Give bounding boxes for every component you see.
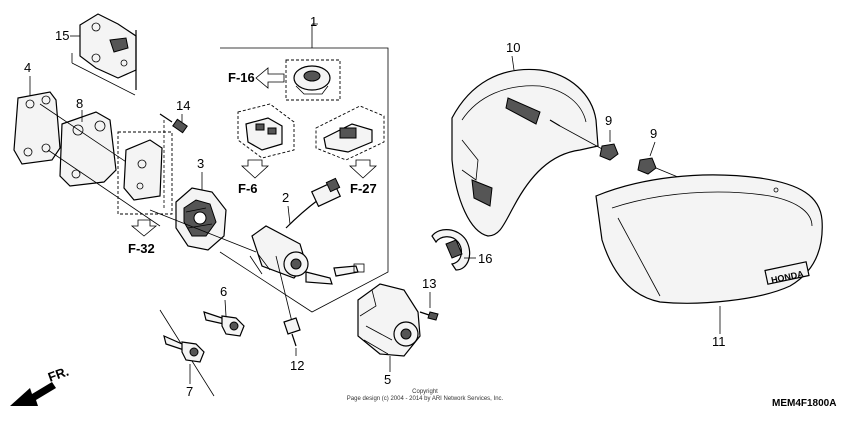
front-direction-arrow	[10, 382, 56, 406]
callout-10: 10	[506, 40, 520, 55]
ref-f-27[interactable]: F-27	[350, 181, 377, 196]
ref-f-16[interactable]: F-16	[228, 70, 255, 85]
callout-14: 14	[176, 98, 190, 113]
f-6-clip[interactable]	[237, 103, 295, 179]
part-2-switch[interactable]	[149, 177, 365, 285]
part-6-key[interactable]	[203, 311, 245, 337]
part-13-screw[interactable]	[419, 311, 439, 321]
part-7-key[interactable]	[159, 309, 215, 397]
part-16-clip[interactable]	[431, 229, 471, 271]
part-14-bolt[interactable]	[159, 113, 188, 210]
callout-6: 6	[220, 284, 227, 299]
part-1-assembly-box	[219, 23, 389, 313]
part-10-inner-cover[interactable]	[451, 68, 599, 237]
callout-7: 7	[186, 384, 193, 399]
callout-15: 15	[55, 28, 69, 43]
callout-11: 11	[712, 334, 726, 349]
honda-emblem	[764, 261, 810, 285]
callout-4: 4	[24, 60, 31, 75]
part-15-bracket[interactable]	[71, 13, 137, 96]
callout-12: 12	[290, 358, 304, 373]
part-8-plate[interactable]	[39, 103, 161, 227]
f-27-clip[interactable]	[315, 105, 385, 179]
callout-9b: 9	[650, 126, 657, 141]
f-32-detail[interactable]	[117, 131, 173, 237]
callout-2: 2	[282, 190, 289, 205]
ref-f-32[interactable]: F-32	[128, 241, 155, 256]
callout-3: 3	[197, 156, 204, 171]
callout-16: 16	[478, 251, 492, 266]
ref-f-6[interactable]: F-6	[238, 181, 258, 196]
part-11-side-cover[interactable]: HONDA	[595, 174, 823, 304]
part-9-nut-a[interactable]	[559, 125, 619, 161]
callout-8: 8	[76, 96, 83, 111]
callout-5: 5	[384, 372, 391, 387]
part-5-lock-cylinder[interactable]	[357, 283, 421, 357]
diagram-code: MEM4F1800A	[772, 398, 836, 409]
callout-13: 13	[422, 276, 436, 291]
f-16-arrow	[255, 67, 285, 89]
callout-9a: 9	[605, 113, 612, 128]
callout-1: 1	[310, 14, 317, 29]
part-3-lock-body[interactable]	[175, 187, 227, 251]
front-label: FR.	[46, 364, 71, 385]
copyright-line-1: Copyright	[412, 389, 438, 395]
part-12-screw[interactable]	[275, 255, 301, 347]
copyright-line-2: Page design (c) 2004 - 2014 by ARI Netwo…	[347, 396, 504, 402]
f-16-grommet[interactable]	[285, 59, 341, 101]
